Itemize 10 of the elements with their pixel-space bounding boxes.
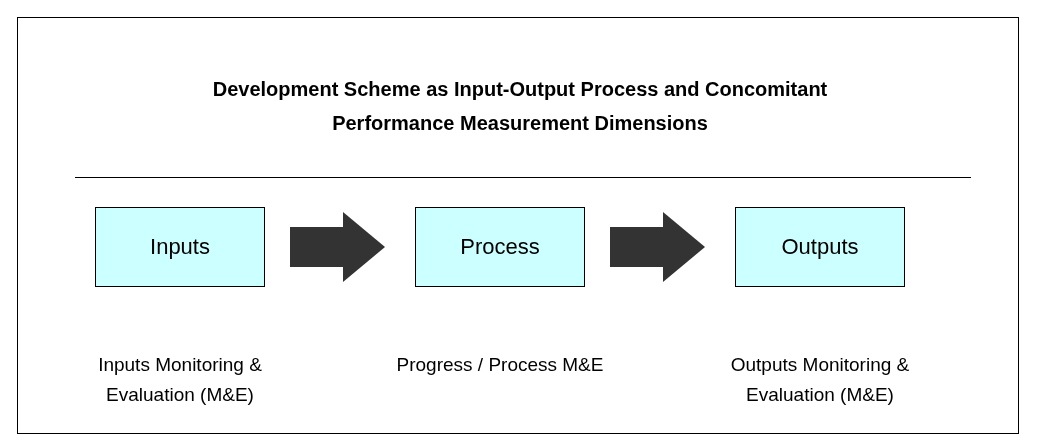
- box-label: Process: [460, 234, 540, 260]
- process-box: [95, 207, 265, 287]
- box-label: Inputs: [150, 234, 210, 260]
- diagram-title: Development Scheme as Input-Output Process and Concomitant Performance Measurement Dimensions: [211, 77, 829, 136]
- box-label: Outputs: [781, 234, 859, 260]
- caption-text: Progress / Process M&E: [395, 353, 605, 377]
- caption-text: Inputs Monitoring & Evaluation (M&E): [97, 353, 263, 407]
- process-box: [735, 207, 905, 287]
- caption-text: Outputs Monitoring & Evaluation (M&E): [729, 353, 911, 407]
- process-box: [415, 207, 585, 287]
